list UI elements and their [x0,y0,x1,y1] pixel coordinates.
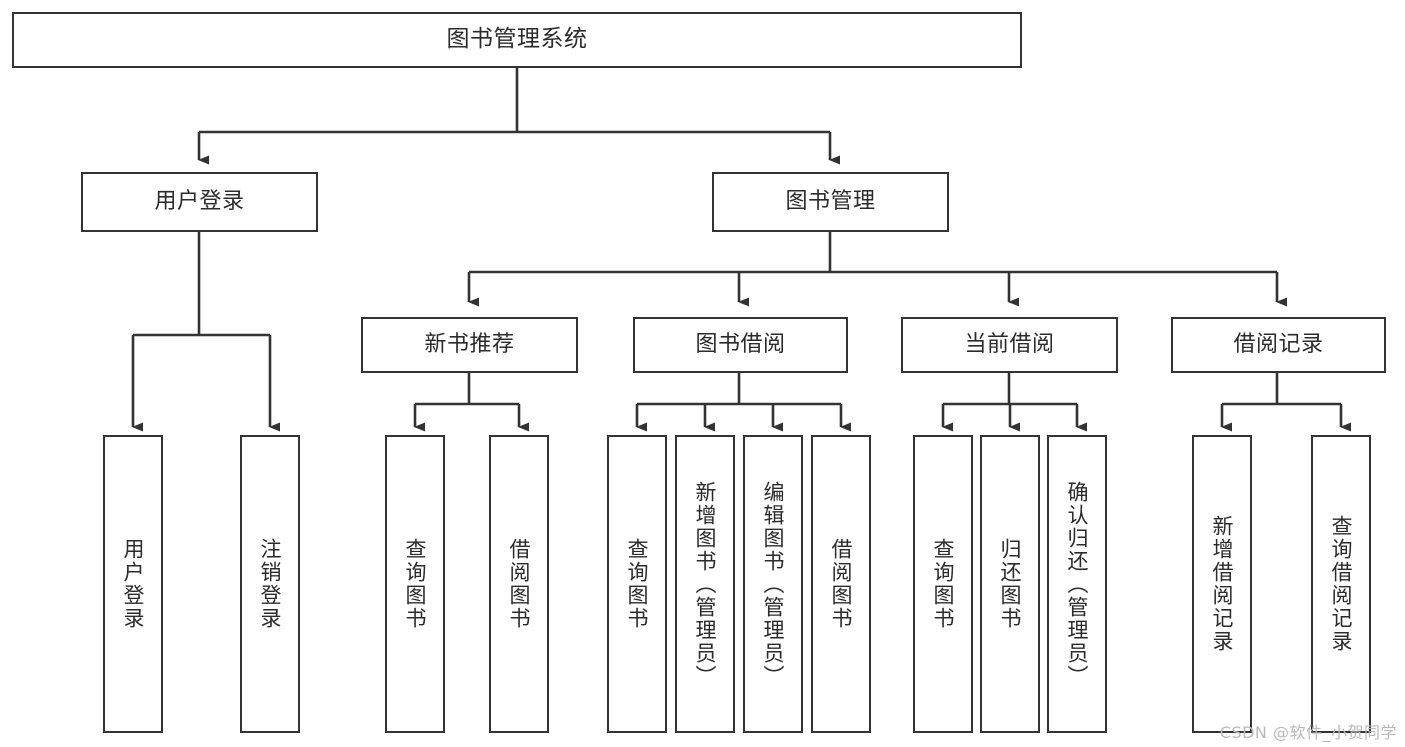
leaf-book-borrow-2[interactable]: 编辑图书（管理员） [743,435,803,733]
node-book-manage[interactable]: 图书管理 [712,172,949,232]
leaf-book-borrow-0[interactable]: 查询图书 [607,435,667,733]
leaf-current-borrow-0[interactable]: 查询图书 [913,435,973,733]
node-book-manage-label: 图书管理 [785,189,876,215]
leaf-book-borrow-2-label: 编辑图书（管理员） [761,480,786,688]
node-root[interactable]: 图书管理系统 [12,12,1022,68]
leaf-book-borrow-1[interactable]: 新增图书（管理员） [675,435,735,733]
leaf-user-login-0[interactable]: 用户登录 [103,435,163,733]
node-new-book[interactable]: 新书推荐 [361,317,578,373]
node-borrow-record[interactable]: 借阅记录 [1171,317,1386,373]
leaf-current-borrow-1-label: 归还图书 [998,538,1023,630]
leaf-book-borrow-3-label: 借阅图书 [829,538,854,630]
leaf-borrow-record-1[interactable]: 查询借阅记录 [1311,435,1371,733]
leaf-current-borrow-0-label: 查询图书 [931,538,956,630]
node-current-borrow-label: 当前借阅 [964,332,1055,358]
leaf-current-borrow-2-label: 确认归还（管理员） [1065,480,1090,688]
leaf-user-login-0-label: 用户登录 [121,538,146,630]
leaf-current-borrow-1[interactable]: 归还图书 [980,435,1040,733]
node-current-borrow[interactable]: 当前借阅 [901,317,1118,373]
node-root-label: 图书管理系统 [446,26,588,53]
leaf-user-login-1-label: 注销登录 [258,538,283,630]
node-new-book-label: 新书推荐 [424,332,515,358]
leaf-book-borrow-0-label: 查询图书 [625,538,650,630]
leaf-borrow-record-0-label: 新增借阅记录 [1210,515,1235,653]
leaf-current-borrow-2[interactable]: 确认归还（管理员） [1047,435,1107,733]
node-user-login[interactable]: 用户登录 [81,172,318,232]
leaf-new-book-0-label: 查询图书 [403,538,428,630]
node-book-borrow[interactable]: 图书借阅 [633,317,848,373]
leaf-new-book-1[interactable]: 借阅图书 [489,435,549,733]
leaf-book-borrow-1-label: 新增图书（管理员） [693,480,718,688]
node-book-borrow-label: 图书借阅 [695,332,786,358]
leaf-borrow-record-0[interactable]: 新增借阅记录 [1192,435,1252,733]
leaf-new-book-1-label: 借阅图书 [507,538,532,630]
leaf-borrow-record-1-label: 查询借阅记录 [1329,515,1354,653]
node-borrow-record-label: 借阅记录 [1233,332,1324,358]
leaf-user-login-1[interactable]: 注销登录 [240,435,300,733]
leaf-book-borrow-3[interactable]: 借阅图书 [811,435,871,733]
node-user-login-label: 用户登录 [154,189,245,215]
leaf-new-book-0[interactable]: 查询图书 [385,435,445,733]
